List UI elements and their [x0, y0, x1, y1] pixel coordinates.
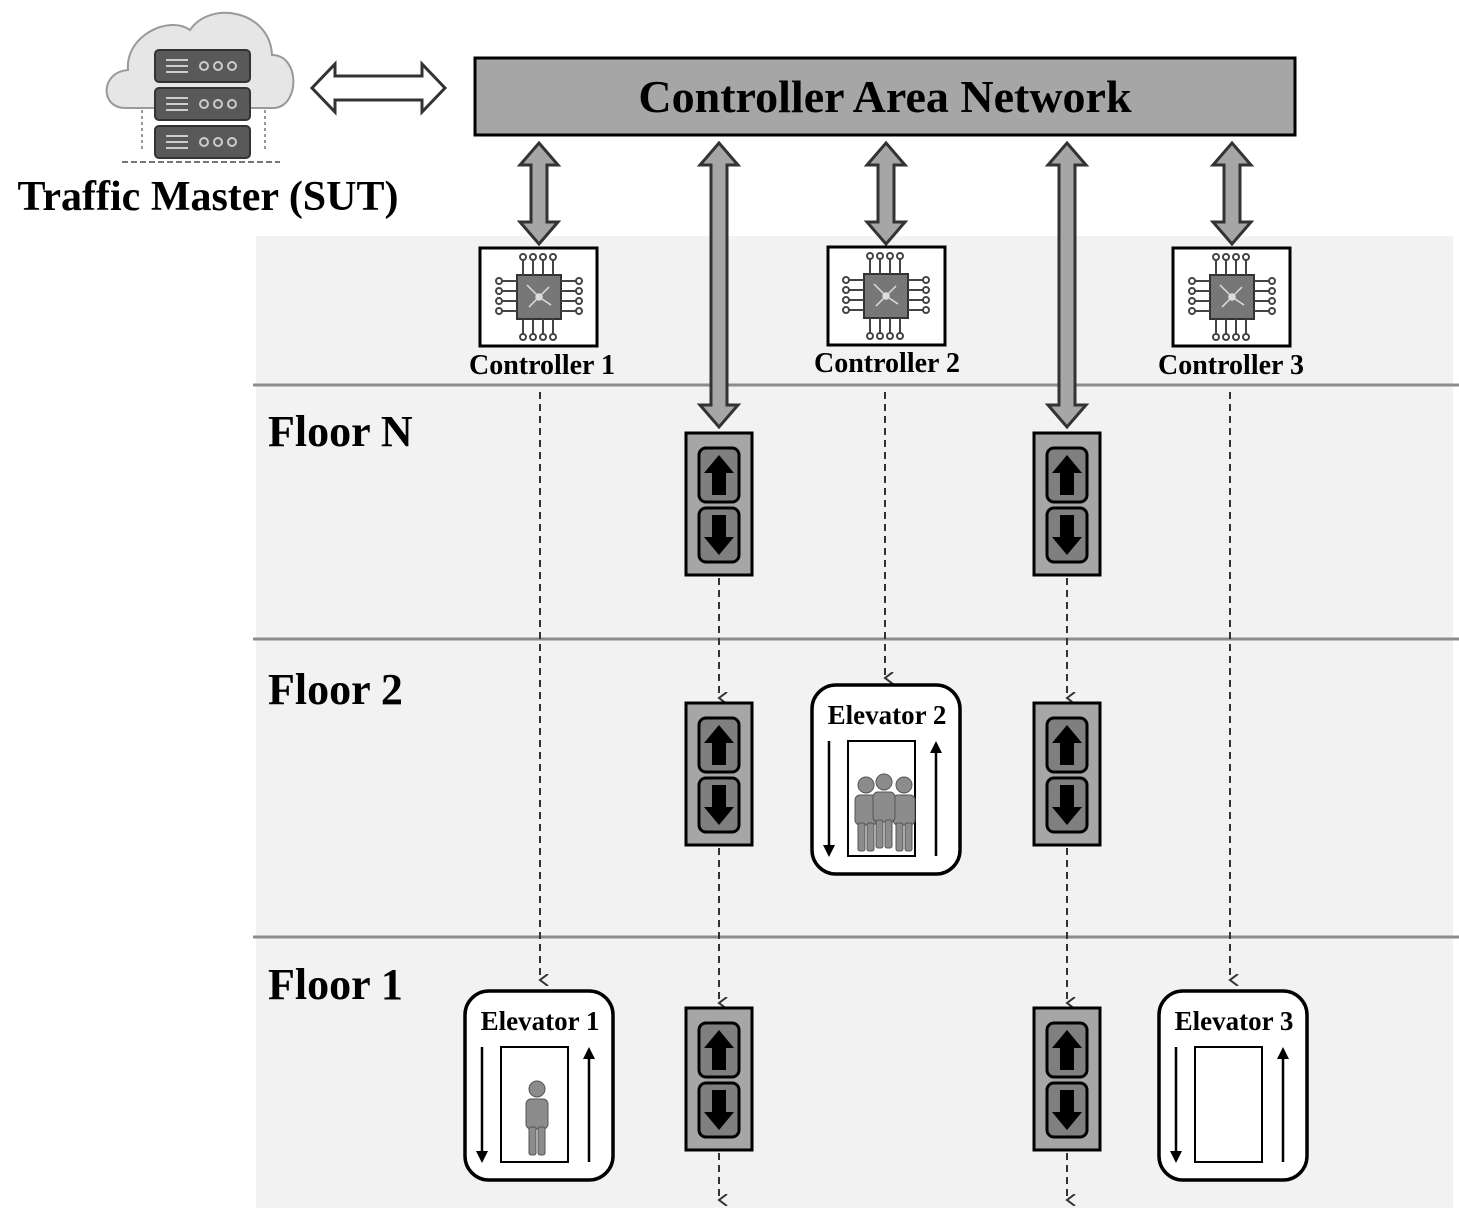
controller-3-label: Controller 3 — [1158, 350, 1304, 381]
traffic-master-label: Traffic Master (SUT) — [18, 174, 399, 220]
bidirectional-arrow-icon — [696, 140, 742, 430]
call-panel — [1032, 701, 1102, 847]
controller-2-label: Controller 2 — [814, 348, 960, 379]
elevator-1 — [463, 989, 615, 1182]
bidirectional-arrow-icon — [516, 140, 562, 247]
network-title: Controller Area Network — [638, 71, 1132, 122]
elevator-2-label: Elevator 2 — [828, 700, 947, 730]
controller-1 — [478, 246, 599, 348]
floor-n-label: Floor N — [268, 407, 413, 456]
call-panel — [684, 701, 754, 847]
cloud-server-icon — [105, 11, 295, 163]
call-panel — [1032, 431, 1102, 577]
bidirectional-arrow-icon — [1044, 140, 1090, 430]
bidirectional-arrow-icon — [1209, 140, 1255, 247]
floor-1-label: Floor 1 — [268, 960, 403, 1009]
elevator-2 — [810, 683, 962, 876]
bidirectional-arrow-icon — [309, 60, 448, 116]
controller-2 — [826, 245, 947, 347]
elevator-1-label: Elevator 1 — [481, 1006, 600, 1036]
call-panel — [1032, 1006, 1102, 1152]
bidirectional-arrow-icon — [863, 140, 909, 247]
elevator-3 — [1157, 989, 1309, 1182]
floor-2-label: Floor 2 — [268, 665, 403, 714]
controller-3 — [1171, 246, 1292, 348]
controller-1-label: Controller 1 — [469, 350, 615, 381]
call-panel — [684, 1006, 754, 1152]
network-bar — [473, 56, 1297, 137]
call-panel — [684, 431, 754, 577]
elevator-3-label: Elevator 3 — [1175, 1006, 1294, 1036]
